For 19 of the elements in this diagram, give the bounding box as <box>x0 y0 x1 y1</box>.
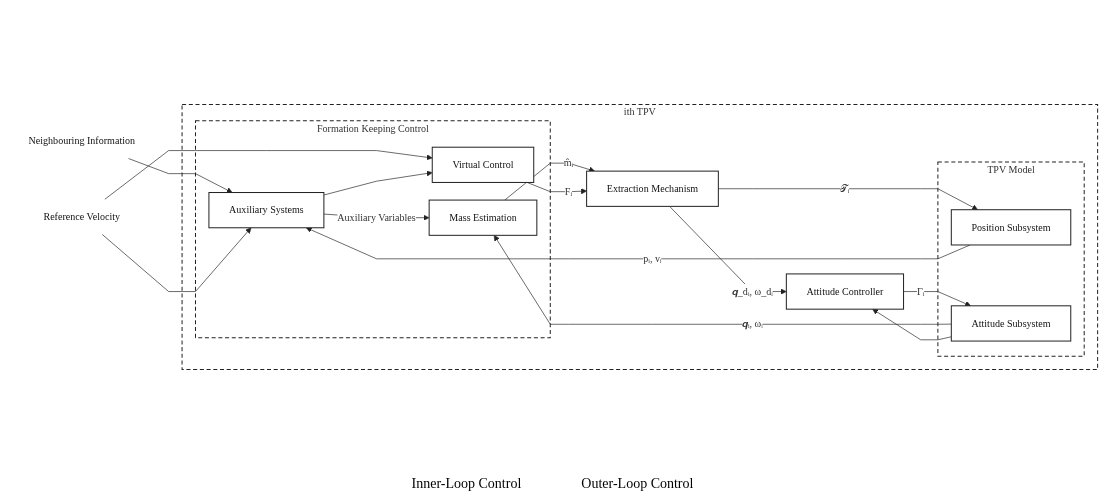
node-box: Auxiliary Systems <box>207 192 324 229</box>
node-box: Virtual Control <box>431 146 534 183</box>
loop-label: Inner-Loop Control <box>411 476 522 492</box>
node-text: Neighbouring Information <box>28 135 135 147</box>
node-box: Attitude Subsystem <box>950 305 1071 342</box>
edge-label: 𝒒ᵢ, ωᵢ <box>741 318 763 330</box>
edge-label: pᵢ, vᵢ <box>642 253 662 265</box>
loop-label: Outer-Loop Control <box>581 476 694 492</box>
edge-label: m̂ᵢ <box>563 157 573 169</box>
node-box: Attitude Controller <box>785 273 904 310</box>
node-box: Extraction Mechanism <box>585 170 719 207</box>
node-box: Mass Estimation <box>428 199 537 236</box>
edge-label: 𝒯ᵢ <box>839 183 849 194</box>
node-box: Position Subsystem <box>950 209 1071 246</box>
edge-label: Γᵢ <box>916 286 924 297</box>
edge-label: Fᵢ <box>564 186 572 197</box>
edge-label: 𝒒_dᵢ, ω_dᵢ <box>731 286 773 297</box>
node-text: Reference Velocity <box>42 211 120 223</box>
edge-label: Auxiliary Variables <box>336 212 416 223</box>
